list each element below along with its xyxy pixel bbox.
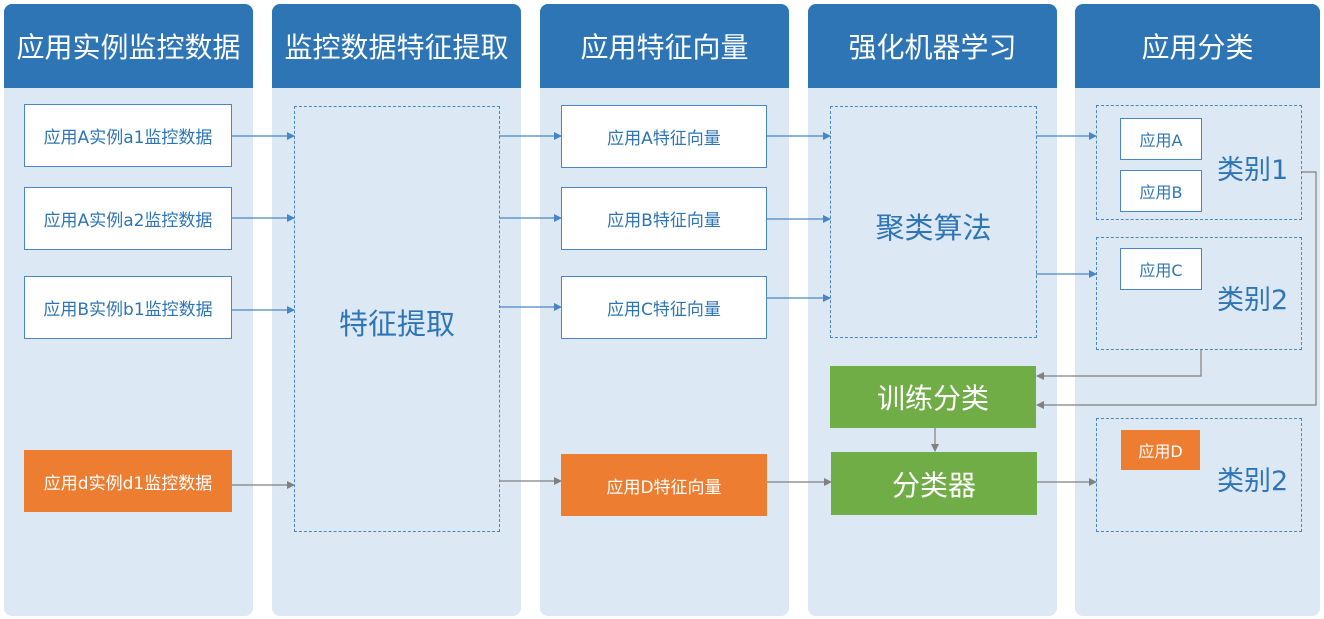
category-label: 类别2 [1217,285,1289,316]
training-classification-box: 训练分类 [830,366,1036,428]
classifier-box: 分类器 [831,452,1037,515]
category-label: 类别2 [1217,466,1289,497]
category-label: 类别1 [1217,155,1289,186]
vector-c-box: 应用C特征向量 [561,276,767,339]
feature-extraction-box: 特征提取 [294,106,500,532]
column-header: 应用特征向量 [540,4,789,88]
app-c-box: 应用C [1120,248,1202,290]
instance-b1-box: 应用B实例b1监控数据 [24,276,232,339]
column-classification: 应用分类 [1075,4,1320,616]
instance-a1-box: 应用A实例a1监控数据 [24,104,232,167]
instance-d1-box: 应用d实例d1监控数据 [24,450,232,512]
clustering-algorithm-label: 聚类算法 [875,211,992,245]
column-header: 监控数据特征提取 [272,4,521,88]
vector-d-box: 应用D特征向量 [561,454,767,516]
column-header: 应用实例监控数据 [4,4,253,88]
instance-a2-box: 应用A实例a2监控数据 [24,187,232,250]
category-group-1: 应用A 应用B 类别1 [1096,105,1302,220]
feature-extraction-label: 特征提取 [338,307,455,341]
category-group-3: 应用D 类别2 [1096,418,1302,532]
column-header: 应用分类 [1075,4,1320,88]
category-group-2: 应用C 类别2 [1096,237,1302,350]
clustering-algorithm-box: 聚类算法 [830,106,1037,338]
app-a-box: 应用A [1120,118,1202,160]
app-d-box: 应用D [1121,430,1200,470]
app-b-box: 应用B [1120,170,1202,212]
column-header: 强化机器学习 [808,4,1057,88]
vector-b-box: 应用B特征向量 [561,187,767,250]
vector-a-box: 应用A特征向量 [561,105,767,168]
